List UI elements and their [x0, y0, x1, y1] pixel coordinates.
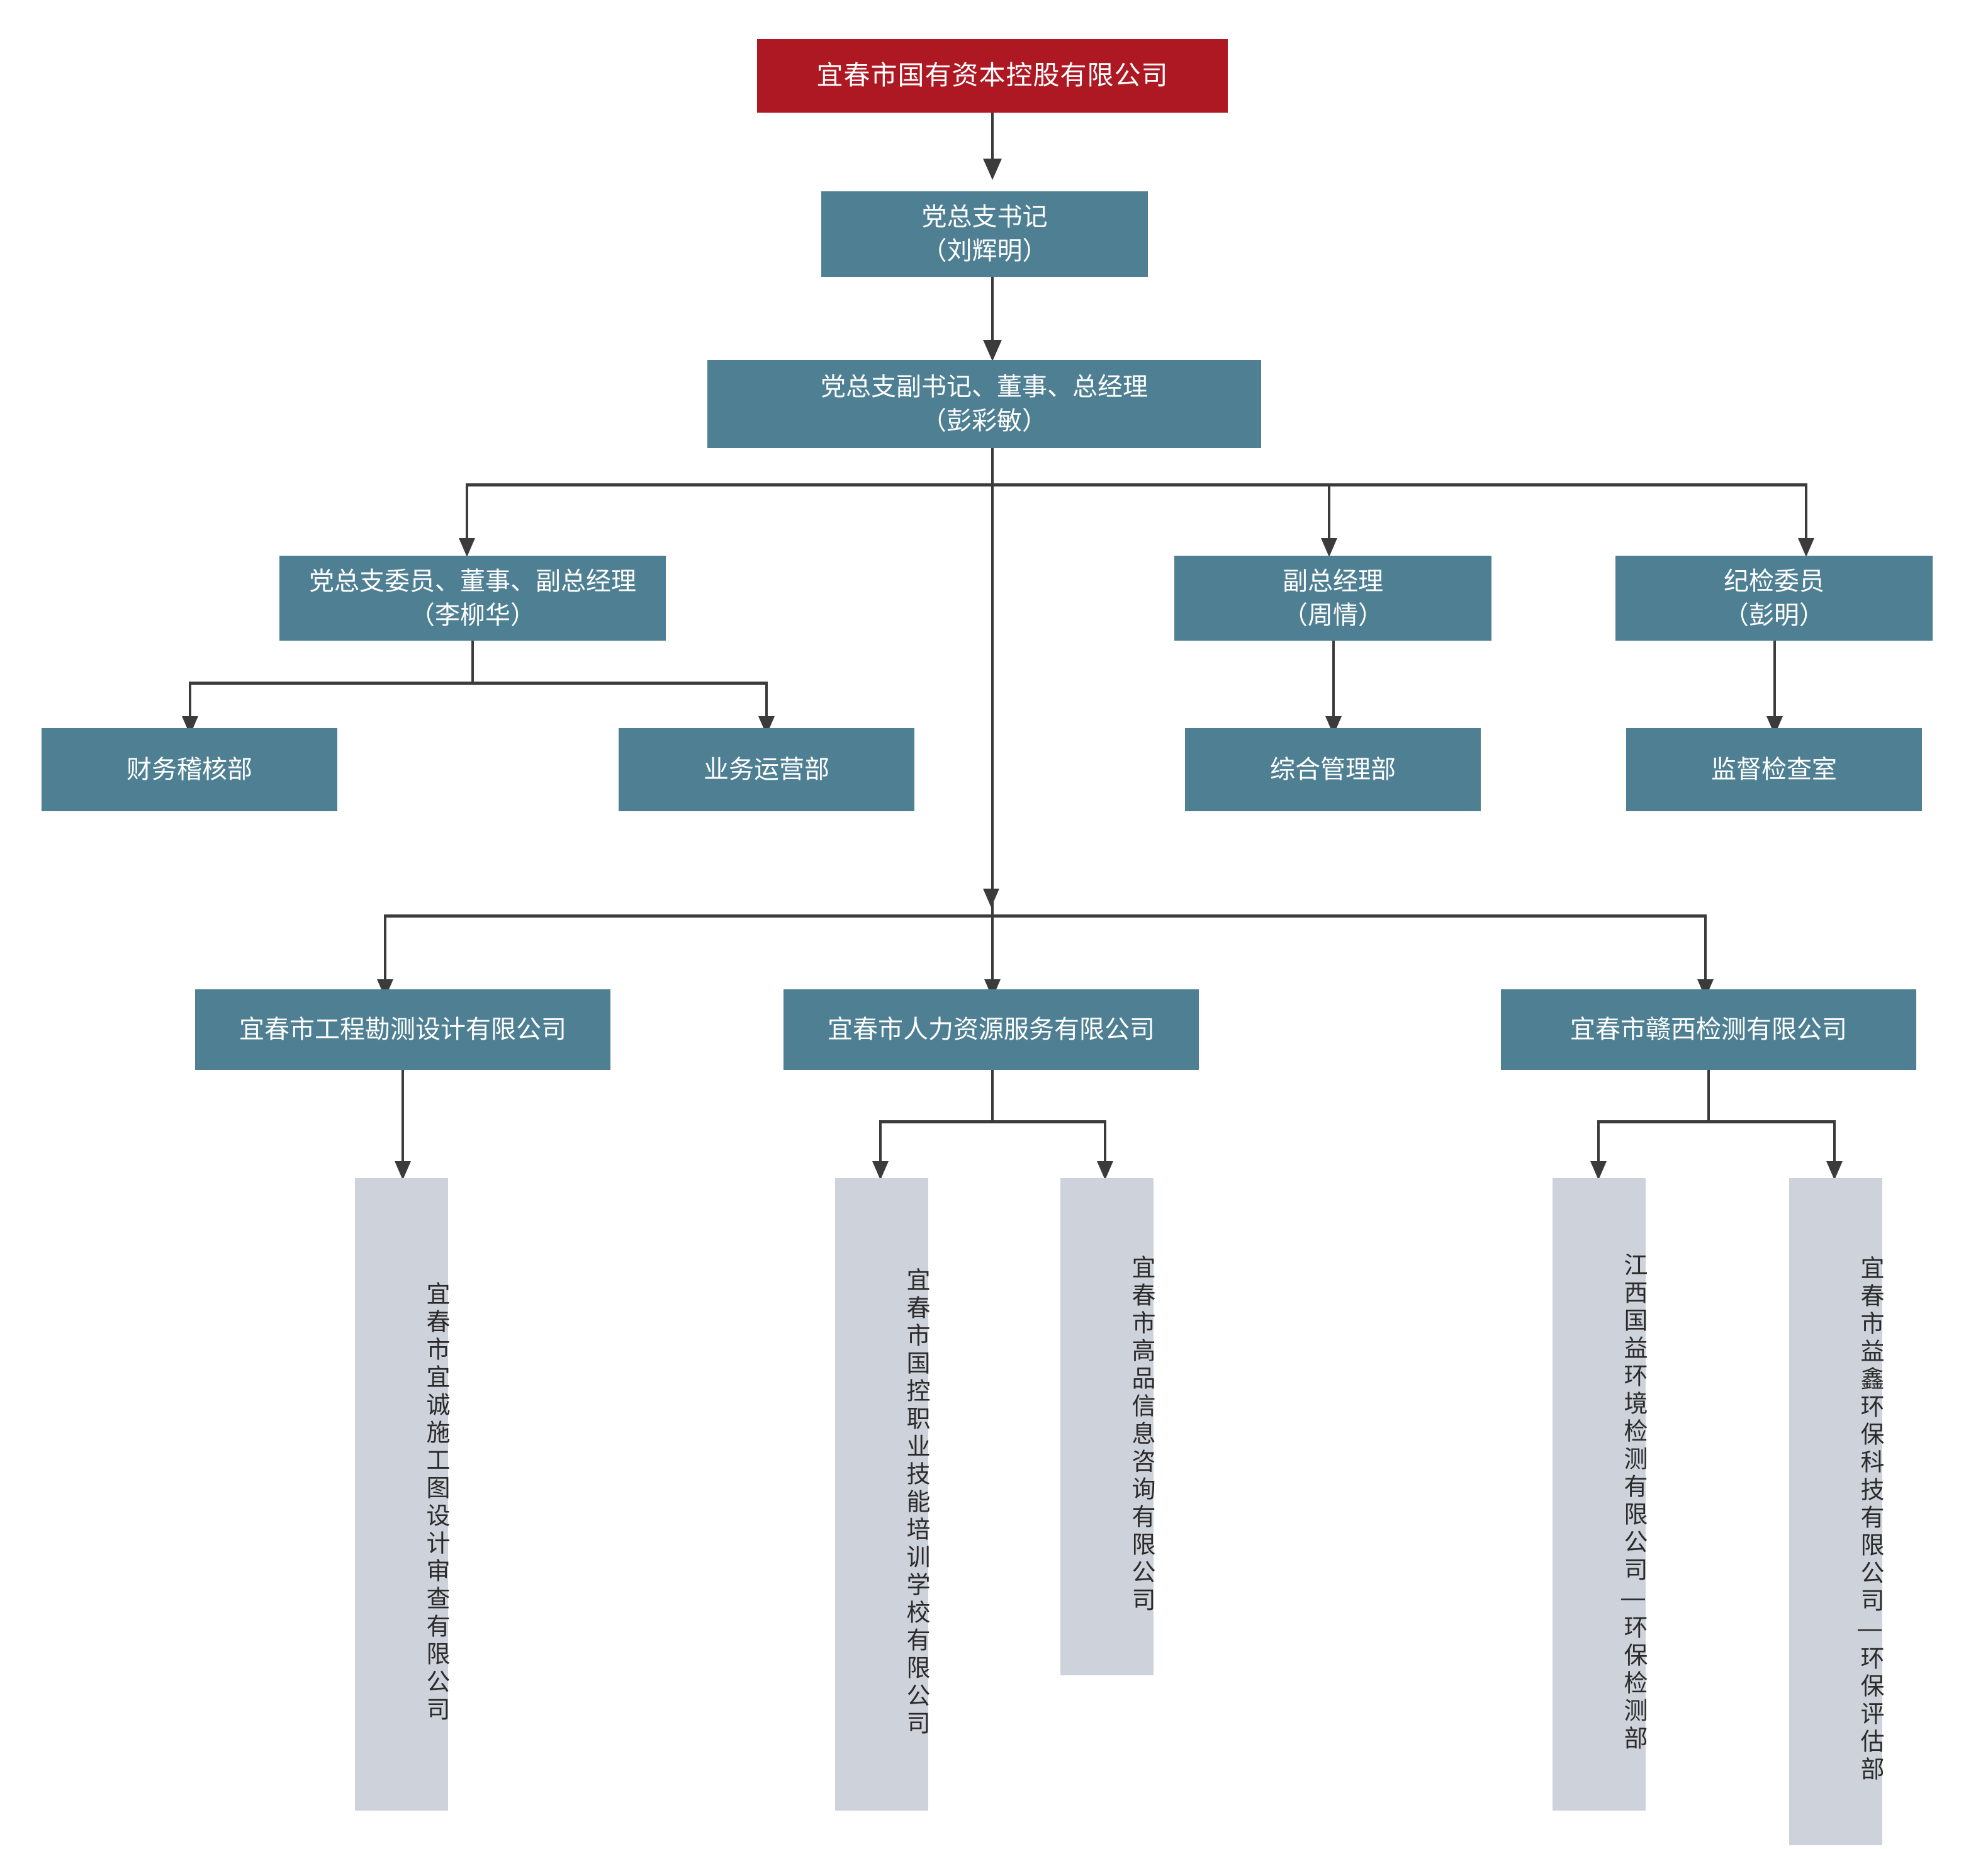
connector-sub3-stem [1707, 1070, 1710, 1120]
connector-exec-drop-2 [1328, 483, 1330, 542]
connector-gm-trunk [991, 448, 994, 915]
org-node-leaf-guokong-vocational-training[interactable]: 宜春市国控职业技能培训学校有限公司 [835, 1178, 929, 1811]
org-node-executive-discipline[interactable]: 纪检委员 （彭明） [1615, 556, 1933, 641]
org-node-leaf-yixin-environmental-assessment[interactable]: 宜春市益鑫环保科技有限公司—环保评估部 [1789, 1178, 1883, 1845]
connector-leaf5-drop [1833, 1120, 1836, 1166]
arrowhead-leaf-3 [1097, 1161, 1113, 1180]
connector-sub2-bus [879, 1120, 1106, 1123]
connector-exec3-to-dept4 [1773, 641, 1776, 721]
connector-dept1-drop [189, 682, 191, 721]
org-node-department-finance-audit[interactable]: 财务稽核部 [42, 728, 337, 811]
arrowhead-leaf-5 [1826, 1161, 1843, 1180]
connector-sub1-to-child [402, 1070, 404, 1166]
connector-exec1-bus [189, 682, 768, 685]
org-node-executive-vice-gm[interactable]: 副总经理 （周情） [1174, 556, 1491, 641]
arrowhead-exec-1 [459, 538, 475, 557]
connector-dept2-drop [765, 682, 768, 721]
connector-secretary-to-gm [991, 277, 994, 345]
arrowhead-secretary-to-gm [983, 340, 1002, 361]
connector-exec2-to-dept3 [1332, 641, 1335, 721]
connector-sub2-stem [991, 1070, 994, 1120]
org-node-department-business-operations[interactable]: 业务运营部 [619, 728, 914, 811]
org-node-root[interactable]: 宜春市国有资本控股有限公司 [757, 39, 1228, 113]
arrowhead-leaf-1 [395, 1161, 411, 1180]
org-node-leaf-guoyi-environmental-testing[interactable]: 江西国益环境检测有限公司—环保检测部 [1553, 1178, 1646, 1811]
connector-exec1-stem [471, 641, 474, 682]
connector-leaf2-drop [879, 1120, 882, 1166]
arrowhead-leaf-4 [1590, 1161, 1607, 1180]
connector-leaf3-drop [1104, 1120, 1106, 1166]
org-node-department-general-admin[interactable]: 综合管理部 [1185, 728, 1481, 811]
org-node-subsidiary-engineering-survey[interactable]: 宜春市工程勘测设计有限公司 [195, 989, 610, 1070]
arrowhead-gm-to-subsidiary-bus [983, 889, 999, 908]
org-node-party-secretary[interactable]: 党总支书记 （刘辉明） [821, 191, 1148, 277]
org-node-general-manager[interactable]: 党总支副书记、董事、总经理 （彭彩敏） [707, 360, 1261, 448]
connector-subsidiary-bus [384, 914, 1707, 918]
arrowhead-root-to-secretary [983, 159, 1002, 180]
connector-subsidiary-drop-3 [1704, 914, 1707, 984]
connector-subsidiary-drop-2 [991, 914, 994, 984]
connector-leaf4-drop [1597, 1120, 1600, 1166]
connector-sub3-bus [1597, 1120, 1836, 1123]
org-node-subsidiary-human-resources[interactable]: 宜春市人力资源服务有限公司 [783, 989, 1199, 1070]
org-node-leaf-yicheng-design-review[interactable]: 宜春市宜诚施工图设计审查有限公司 [355, 1178, 449, 1811]
connector-exec-drop-1 [466, 483, 468, 542]
connector-subsidiary-drop-1 [384, 914, 386, 984]
arrowhead-leaf-2 [872, 1161, 889, 1180]
org-node-leaf-gaopin-information-consulting[interactable]: 宜春市高品信息咨询有限公司 [1060, 1178, 1154, 1675]
org-node-department-supervision-inspection[interactable]: 监督检查室 [1626, 728, 1922, 811]
org-node-subsidiary-ganxi-testing[interactable]: 宜春市赣西检测有限公司 [1501, 989, 1916, 1070]
arrowhead-exec-3 [1798, 538, 1814, 557]
connector-exec-drop-3 [1805, 483, 1807, 542]
connector-root-to-secretary [991, 113, 994, 162]
arrowhead-exec-2 [1321, 538, 1337, 557]
org-node-executive-deputy-gm[interactable]: 党总支委员、董事、副总经理 （李柳华） [279, 556, 666, 641]
connector-exec-bus [466, 483, 1807, 486]
